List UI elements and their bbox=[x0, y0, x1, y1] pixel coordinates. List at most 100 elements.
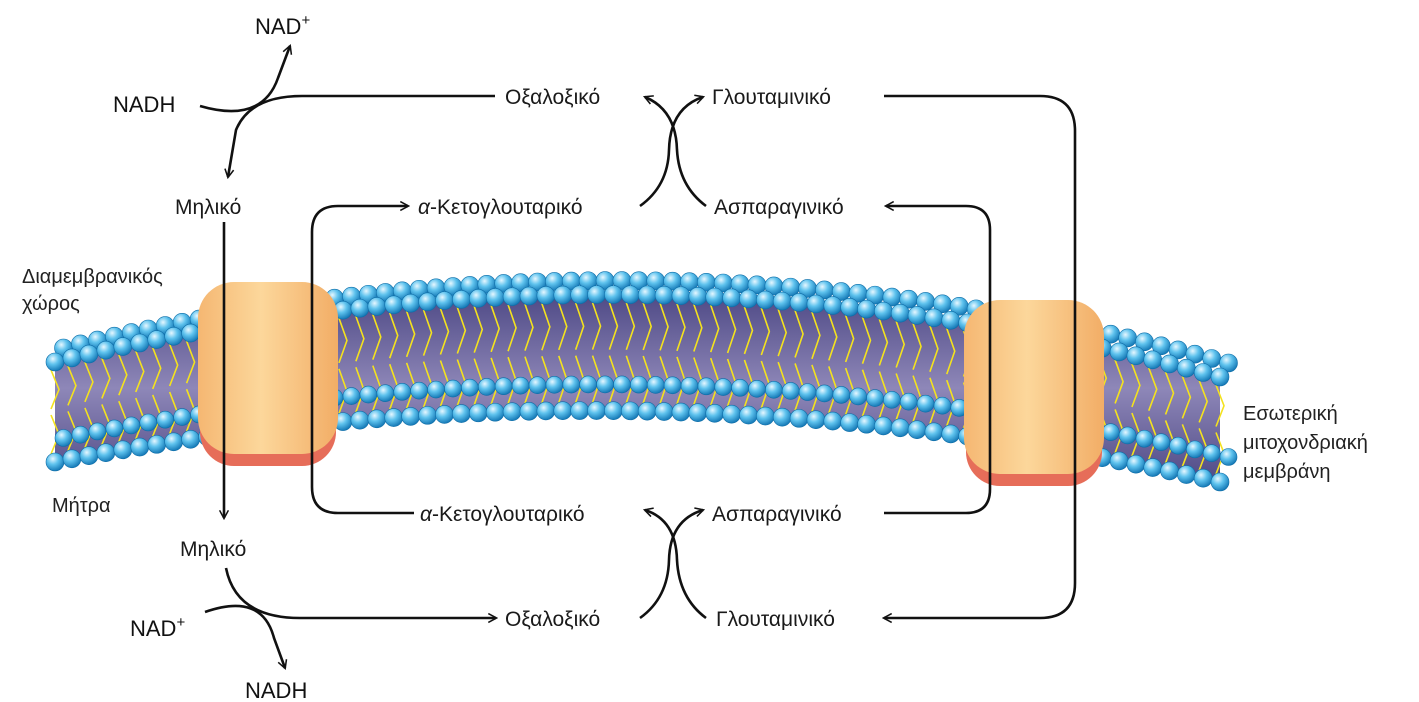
glutamate-top: Γλουταμινικό bbox=[712, 86, 831, 109]
lipid-head bbox=[604, 286, 622, 304]
lipid-head bbox=[790, 293, 808, 311]
lipid-head bbox=[1203, 445, 1220, 462]
lipid-head bbox=[89, 423, 106, 440]
lipid-head bbox=[1211, 368, 1229, 386]
lipid-head bbox=[850, 388, 867, 405]
ketoglutarate-top: α-Κετογλουταρικό bbox=[418, 196, 583, 219]
lipid-head bbox=[748, 380, 765, 397]
lipid-head bbox=[1136, 430, 1153, 447]
lipid-head bbox=[461, 379, 478, 396]
lipid-head bbox=[756, 291, 774, 309]
lipid-head bbox=[833, 386, 850, 403]
membrane-label-line2: μιτοχονδριακή bbox=[1243, 432, 1368, 454]
lipid-head bbox=[824, 412, 842, 430]
lipid-head bbox=[655, 403, 673, 421]
nad-plus-bottom: NAD+ bbox=[130, 614, 185, 641]
lipid-head bbox=[368, 297, 386, 315]
lipid-head bbox=[1119, 427, 1136, 444]
lipid-head bbox=[1153, 434, 1170, 451]
lipid-head bbox=[80, 345, 98, 363]
ketoglutarate-bottom: α-Κετογλουταρικό bbox=[420, 503, 585, 526]
malate-ketoglutarate-transporter bbox=[198, 282, 338, 466]
lipid-head bbox=[672, 403, 690, 421]
lipid-head bbox=[1102, 424, 1119, 441]
lipid-head bbox=[891, 419, 909, 437]
lipid-head bbox=[638, 286, 656, 304]
lipid-head bbox=[689, 404, 707, 422]
lipid-head bbox=[706, 404, 724, 422]
lipid-head bbox=[72, 426, 89, 443]
lipid-head bbox=[512, 377, 529, 394]
lipid-head bbox=[908, 421, 926, 439]
lipid-head bbox=[114, 441, 132, 459]
lipid-head bbox=[123, 417, 140, 434]
lipid-head bbox=[1170, 437, 1187, 454]
aspartate-bottom: Ασπαραγινικό bbox=[712, 503, 842, 526]
lipid-head bbox=[351, 411, 369, 429]
lipid-head bbox=[106, 420, 123, 437]
lipid-head bbox=[1110, 343, 1128, 361]
lipid-head bbox=[444, 380, 461, 397]
lipid-head bbox=[942, 311, 960, 329]
lipid-head bbox=[900, 393, 917, 410]
lipid-head bbox=[157, 411, 174, 428]
matrix-label: Μήτρα bbox=[52, 495, 111, 517]
lipid-head bbox=[452, 405, 470, 423]
lipid-head bbox=[63, 450, 81, 468]
arrow-aspartate-to-oxaloacetate-top bbox=[645, 97, 706, 206]
malate-top: Μηλικό bbox=[175, 196, 241, 219]
membrane-label-line1: Εσωτερική bbox=[1243, 403, 1338, 425]
lipid-head bbox=[857, 415, 875, 433]
lipid-head bbox=[165, 433, 183, 451]
lipid-head bbox=[368, 410, 386, 428]
lipid-head bbox=[1220, 449, 1237, 466]
lipid-head bbox=[1110, 452, 1128, 470]
lipid-head bbox=[452, 290, 470, 308]
lipid-head bbox=[97, 444, 115, 462]
lipid-head bbox=[571, 402, 589, 420]
lipid-head bbox=[588, 286, 606, 304]
lipid-head bbox=[891, 304, 909, 322]
lipid-head bbox=[55, 430, 72, 447]
lipid-head bbox=[537, 286, 555, 304]
lipid-head bbox=[80, 447, 98, 465]
lipid-head bbox=[1144, 351, 1162, 369]
lipid-head bbox=[182, 324, 200, 342]
lipid-head bbox=[148, 435, 166, 453]
lipid-head bbox=[597, 376, 614, 393]
arrow-ketoglutarate-to-glutamate-top bbox=[640, 97, 703, 206]
lipid-head bbox=[419, 293, 437, 311]
lipid-head bbox=[604, 402, 622, 420]
lipid-head bbox=[503, 403, 521, 421]
lipid-head bbox=[148, 331, 166, 349]
lipid-head bbox=[360, 386, 377, 403]
lipid-head bbox=[807, 411, 825, 429]
lipid-head bbox=[638, 402, 656, 420]
lipid-head bbox=[857, 300, 875, 318]
lipid-head bbox=[486, 403, 504, 421]
lipid-head bbox=[554, 286, 572, 304]
lipid-head bbox=[841, 298, 859, 316]
lipid-head bbox=[925, 309, 943, 327]
lipid-head bbox=[664, 377, 681, 394]
lipid-head bbox=[343, 388, 360, 405]
lipid-head bbox=[706, 288, 724, 306]
lipid-head bbox=[402, 407, 420, 425]
lipid-head bbox=[698, 378, 715, 395]
lipid-head bbox=[411, 382, 428, 399]
malate-bottom: Μηλικό bbox=[180, 538, 246, 561]
lipid-head bbox=[732, 379, 749, 396]
lipid-head bbox=[799, 384, 816, 401]
lipid-head bbox=[131, 438, 149, 456]
lipid-head bbox=[529, 377, 546, 394]
lipid-head bbox=[1194, 469, 1212, 487]
lipid-head bbox=[790, 409, 808, 427]
lipid-head bbox=[174, 409, 191, 426]
lipid-head bbox=[546, 376, 563, 393]
lipid-head bbox=[580, 376, 597, 393]
lipid-head bbox=[723, 289, 741, 307]
lipid-head bbox=[486, 288, 504, 306]
lipid-head bbox=[394, 383, 411, 400]
lipid-head bbox=[351, 299, 369, 317]
lipid-head bbox=[773, 408, 791, 426]
